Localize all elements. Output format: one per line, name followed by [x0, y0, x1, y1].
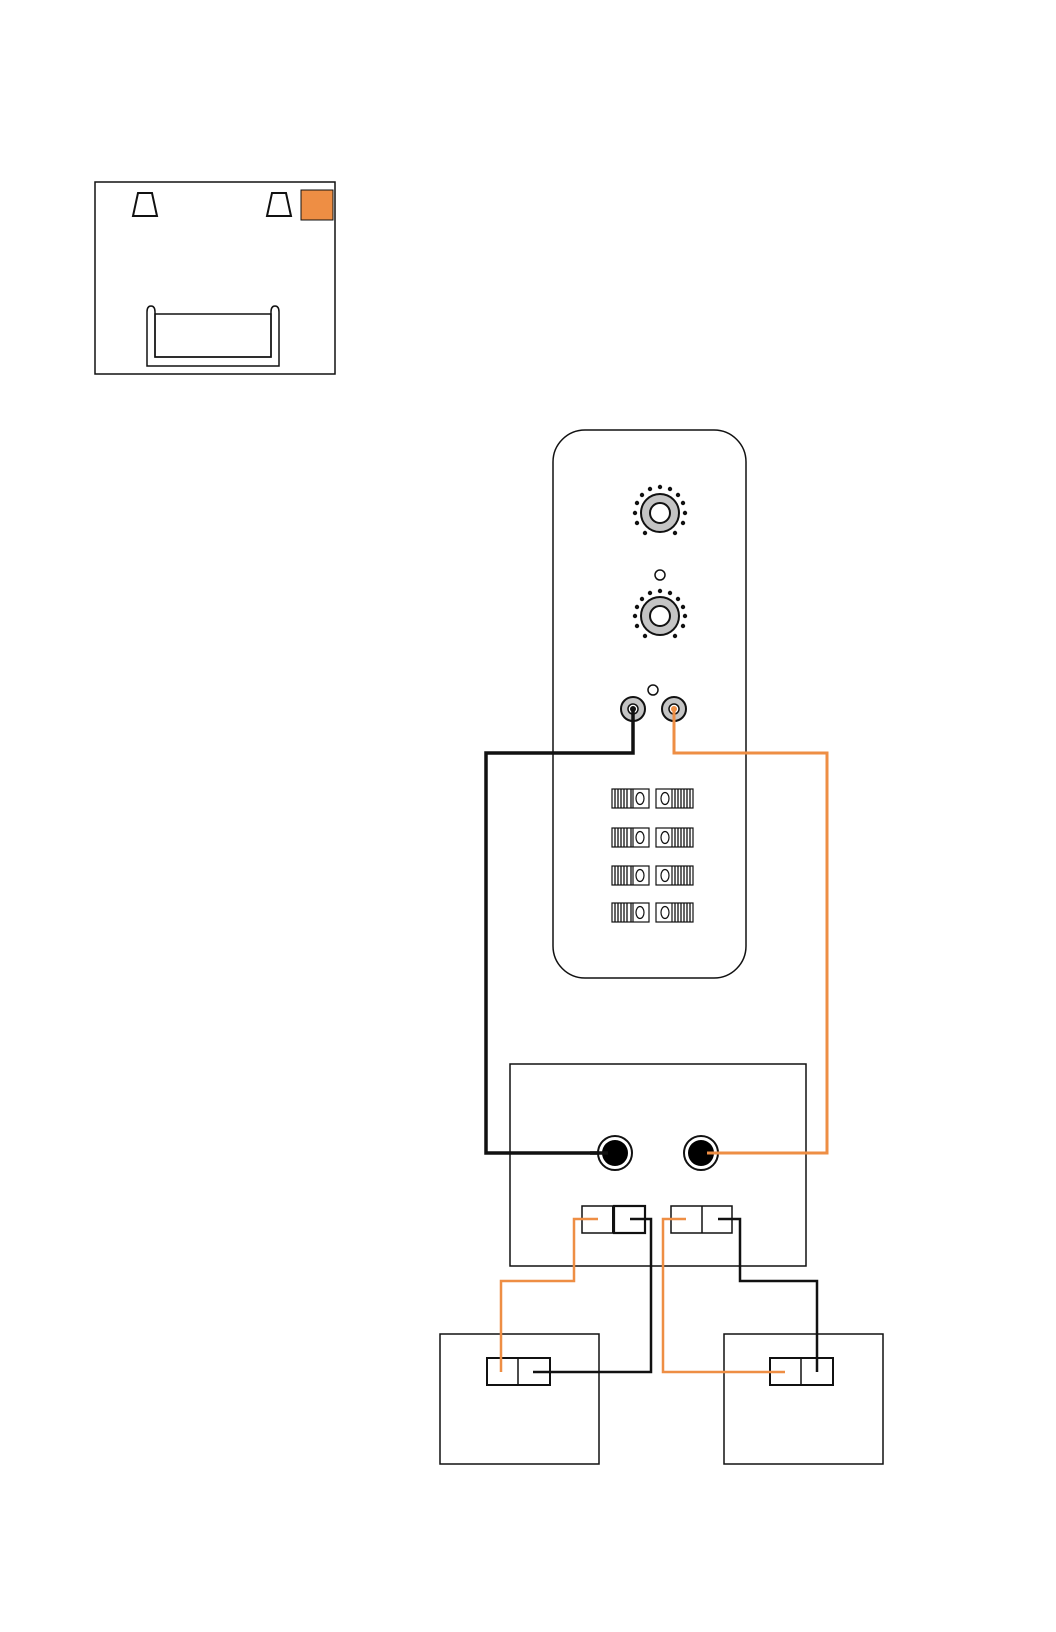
indicator-led-bottom: [648, 685, 658, 695]
amplifier-outline: [510, 1064, 806, 1266]
output-plug-orange: [671, 706, 677, 712]
right-speaker-icon: [267, 193, 291, 216]
room-outline: [95, 182, 335, 374]
preamp-panel: [553, 430, 746, 978]
amplifier-box: [510, 1064, 806, 1266]
output-plug-black: [630, 706, 636, 712]
room-diagram: [95, 182, 335, 374]
left-speaker-box: [440, 1334, 599, 1464]
right-speaker-box: [724, 1334, 883, 1464]
highlight-marker-icon: [301, 190, 333, 220]
indicator-led-top: [655, 570, 665, 580]
left-speaker-icon: [133, 193, 157, 216]
